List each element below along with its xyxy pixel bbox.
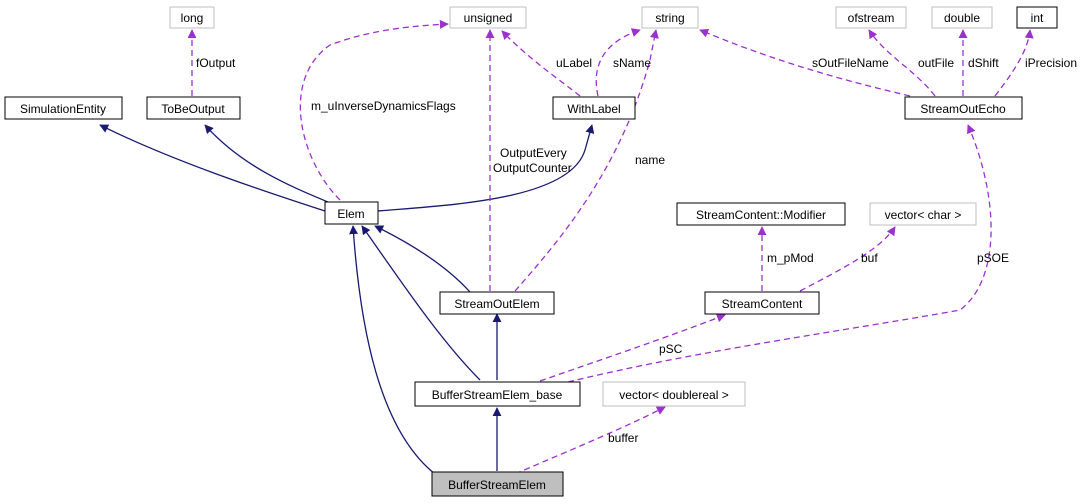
node-vector-doublereal-label: vector< doublereal > bbox=[619, 388, 728, 402]
edge-label-d-shift: dShift bbox=[968, 56, 999, 70]
node-vector-doublereal[interactable]: vector< doublereal > bbox=[602, 381, 746, 407]
edge-with-label-to-string bbox=[595, 28, 641, 97]
edge-base-to-stream-content bbox=[539, 313, 726, 382]
node-int[interactable]: int bbox=[1016, 6, 1058, 29]
node-stream-out-echo[interactable]: StreamOutEcho bbox=[904, 96, 1023, 120]
node-with-label[interactable]: WithLabel bbox=[552, 96, 636, 120]
node-stream-content[interactable]: StreamContent bbox=[704, 291, 820, 315]
node-stream-content-label: StreamContent bbox=[722, 297, 803, 311]
node-simulation-entity[interactable]: SimulationEntity bbox=[4, 96, 123, 120]
edge-elem-to-unsigned bbox=[299, 19, 449, 201]
edge-label-m-u-inverse-dynamics-flags: m_uInverseDynamicsFlags bbox=[311, 99, 456, 113]
edge-buffer-stream-elem-to-elem bbox=[349, 225, 436, 475]
node-double[interactable]: double bbox=[931, 6, 993, 29]
edge-elem-to-to-be-output bbox=[204, 124, 336, 206]
node-stream-out-elem[interactable]: StreamOutElem bbox=[439, 291, 555, 315]
edge-label-name: name bbox=[635, 153, 665, 167]
edge-label-m-p-mod: m_pMod bbox=[767, 251, 814, 265]
edge-elem-to-simulation-entity bbox=[99, 124, 329, 213]
edge-stream-out-echo-to-ofstream bbox=[868, 29, 936, 97]
node-simulation-entity-label: SimulationEntity bbox=[20, 102, 106, 116]
node-vector-char-label: vector< char > bbox=[885, 208, 962, 222]
edge-label-buffer: buffer bbox=[608, 431, 638, 445]
edge-label-output-counter: OutputCounter bbox=[493, 161, 572, 175]
node-unsigned[interactable]: unsigned bbox=[449, 6, 527, 29]
edge-label-p-soe: pSOE bbox=[977, 251, 1009, 265]
edge-labels: fOutput m_uInverseDynamicsFlags OutputEv… bbox=[196, 56, 1077, 445]
node-buffer-stream-elem-label: BufferStreamElem bbox=[448, 478, 546, 492]
usage-edges bbox=[187, 19, 1034, 475]
edge-label-s-name: sName bbox=[613, 56, 651, 70]
edge-base-to-stream-out-echo bbox=[567, 124, 992, 383]
edge-label-u-label: uLabel bbox=[556, 56, 592, 70]
node-int-label: int bbox=[1031, 11, 1044, 25]
edge-label-f-output: fOutput bbox=[196, 56, 236, 70]
edge-buffer-stream-elem-to-vector-doublereal bbox=[514, 406, 666, 475]
edge-stream-out-echo-to-string bbox=[699, 28, 911, 97]
node-long-label: long bbox=[181, 11, 204, 25]
edge-stream-out-elem-to-string bbox=[514, 29, 659, 292]
node-stream-out-echo-label: StreamOutEcho bbox=[920, 102, 1006, 116]
node-stream-content-modifier-label: StreamContent::Modifier bbox=[696, 208, 826, 222]
nodes: long unsigned string ofstream double int… bbox=[4, 6, 1058, 497]
node-stream-content-modifier[interactable]: StreamContent::Modifier bbox=[676, 202, 846, 226]
node-with-label-label: WithLabel bbox=[567, 102, 620, 116]
node-to-be-output[interactable]: ToBeOutput bbox=[146, 96, 241, 120]
node-string[interactable]: string bbox=[641, 6, 699, 29]
edge-base-to-elem bbox=[361, 225, 481, 381]
edge-label-p-sc: pSC bbox=[659, 342, 683, 356]
node-string-label: string bbox=[655, 11, 684, 25]
edge-label-buf: buf bbox=[861, 251, 878, 265]
node-double-label: double bbox=[944, 11, 980, 25]
node-buffer-stream-elem-base-label: BufferStreamElem_base bbox=[432, 388, 563, 402]
node-vector-char[interactable]: vector< char > bbox=[869, 202, 977, 226]
edge-label-output-every: OutputEvery bbox=[500, 146, 567, 160]
node-elem-label: Elem bbox=[337, 207, 364, 221]
node-ofstream-label: ofstream bbox=[848, 11, 895, 25]
node-elem[interactable]: Elem bbox=[324, 201, 379, 225]
edge-label-s-out-file-name: sOutFileName bbox=[812, 56, 889, 70]
inheritance-edges bbox=[99, 124, 595, 475]
node-stream-out-elem-label: StreamOutElem bbox=[454, 297, 539, 311]
node-unsigned-label: unsigned bbox=[464, 11, 513, 25]
node-buffer-stream-elem[interactable]: BufferStreamElem bbox=[431, 471, 564, 497]
edge-stream-content-to-vector-char bbox=[799, 226, 896, 292]
edge-stream-out-elem-to-elem bbox=[374, 225, 471, 293]
edge-with-label-to-unsigned bbox=[501, 30, 581, 97]
node-long[interactable]: long bbox=[169, 6, 215, 29]
edge-stream-out-echo-to-int bbox=[994, 29, 1034, 97]
edge-elem-to-with-label bbox=[377, 124, 595, 212]
edge-label-i-precision: iPrecision bbox=[1025, 56, 1077, 70]
node-ofstream[interactable]: ofstream bbox=[835, 6, 907, 29]
node-to-be-output-label: ToBeOutput bbox=[161, 102, 225, 116]
edge-label-out-file: outFile bbox=[918, 56, 954, 70]
node-buffer-stream-elem-base[interactable]: BufferStreamElem_base bbox=[414, 381, 581, 407]
